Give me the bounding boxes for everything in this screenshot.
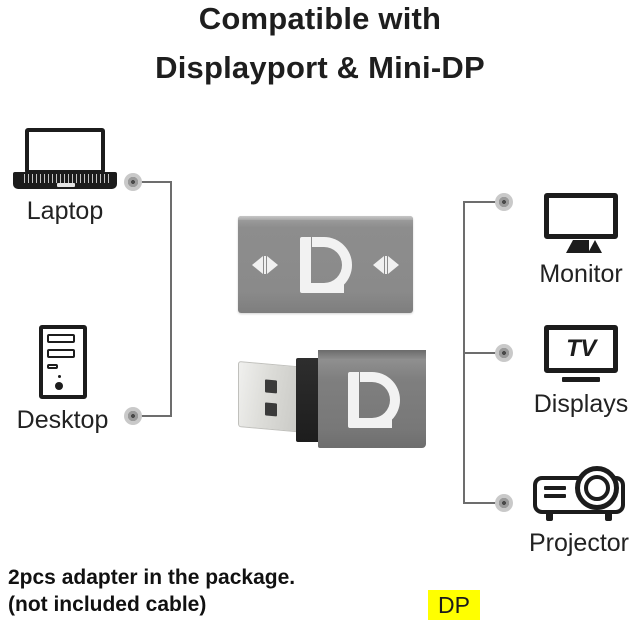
connector-line-displays (463, 352, 503, 354)
connector-line-laptop (140, 181, 172, 183)
page-title: Compatible with Displayport & Mini-DP (0, 0, 640, 83)
connector-dot-desktop (124, 407, 142, 425)
laptop-trackpad-part (57, 183, 75, 187)
plug-top-face-part (318, 350, 426, 359)
arrow-left-part (252, 256, 263, 274)
laptop-keyboard-part (21, 174, 109, 183)
connector-dot-monitor (495, 193, 513, 211)
desktop-tower-icon (38, 325, 87, 399)
dp-logo-cap-part (308, 283, 344, 293)
arrow-left-part (373, 256, 384, 274)
node-desktop: Desktop (5, 325, 120, 433)
node-laptop: Laptop (10, 128, 120, 224)
monitor-stand-part (573, 240, 589, 253)
displayport-logo-icon (348, 372, 400, 428)
node-displays: TV Displays (523, 325, 639, 417)
tv-icon: TV (544, 325, 618, 383)
title-line-2: Displayport & Mini-DP (155, 50, 485, 85)
double-arrow-icon (373, 256, 399, 274)
adapter-displayport-plug (238, 347, 426, 448)
node-label-projector: Projector (528, 529, 630, 557)
projector-foot-part (605, 512, 612, 521)
double-arrow-icon (252, 256, 278, 274)
node-projector: Projector (518, 464, 640, 556)
connector-line-left-vertical (170, 181, 172, 417)
connector-line-desktop (140, 415, 172, 417)
arrow-divider-part (385, 256, 387, 274)
connector-line-projector (463, 502, 503, 504)
monitor-screen-part (544, 193, 618, 239)
node-label-desktop: Desktop (16, 406, 109, 434)
adapter-rectangular (238, 216, 413, 313)
tower-slot-part (46, 364, 58, 369)
projector-vent-part (544, 494, 566, 498)
footer-line-2: (not included cable) (8, 593, 207, 617)
laptop-icon (13, 128, 117, 190)
monitor-stand-part (588, 240, 602, 253)
plug-pin-part (265, 402, 277, 417)
tower-bay-part (46, 334, 75, 343)
dp-badge-label: DP (438, 591, 470, 618)
connector-dot-laptop (124, 173, 142, 191)
monitor-icon (544, 193, 618, 253)
footer-line-1: 2pcs adapter in the package. (8, 566, 296, 589)
displayport-logo-icon (300, 237, 352, 293)
plug-pin-part (265, 379, 277, 394)
connector-dot-projector (495, 494, 513, 512)
footer-note: 2pcs adapter in the package. (not includ… (8, 564, 408, 619)
dp-logo-cap-part (356, 418, 392, 428)
laptop-screen-part (25, 128, 105, 174)
tower-led-part (57, 375, 61, 378)
dp-badge: DP (428, 590, 480, 620)
projector-icon (533, 464, 625, 522)
connector-line-monitor (463, 201, 503, 203)
arrow-divider-part (264, 256, 266, 274)
arrow-right-part (267, 256, 278, 274)
connector-dot-displays (495, 344, 513, 362)
plug-housing-part (318, 350, 426, 448)
tower-bay-part (46, 349, 75, 358)
node-monitor: Monitor (525, 193, 637, 287)
tv-screen-part: TV (544, 325, 618, 373)
node-label-displays: Displays (533, 390, 629, 418)
projector-lens-part (584, 475, 610, 501)
projector-vent-part (544, 486, 566, 490)
tower-power-button-part (54, 382, 63, 390)
title-line-1: Compatible with (198, 1, 442, 36)
adapter-top-highlight (238, 216, 413, 220)
node-label-laptop: Laptop (26, 197, 104, 225)
tv-base-part (562, 377, 600, 382)
arrow-right-part (388, 256, 399, 274)
projector-foot-part (546, 512, 553, 521)
node-label-monitor: Monitor (539, 260, 623, 288)
tv-screen-label: TV (566, 335, 596, 362)
